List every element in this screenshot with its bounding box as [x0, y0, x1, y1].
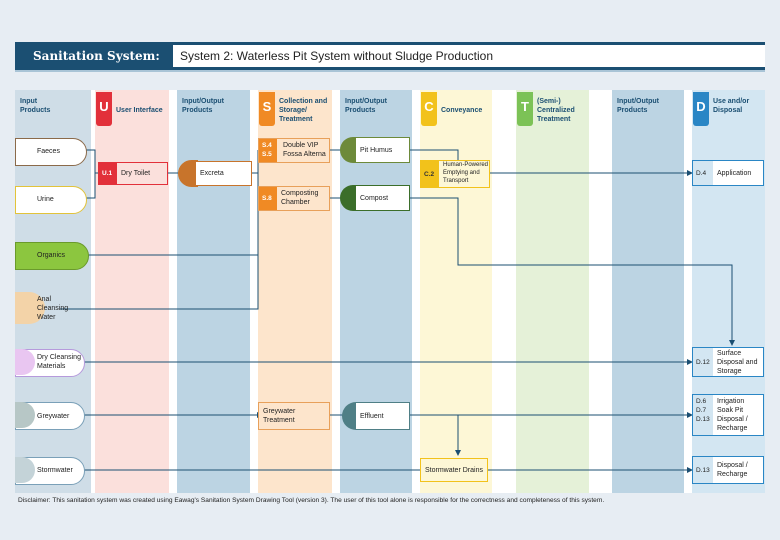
- col-header-io-1: Input/Output Products: [182, 98, 224, 114]
- tech-double-vip-code: S.4 S.5: [262, 142, 272, 158]
- tech-irrigation[interactable]: D.6 D.7 D.13 Irrigation Soak Pit Disposa…: [692, 394, 764, 436]
- column-user-interface: [95, 90, 169, 493]
- disclaimer: Disclaimer: This sanitation system was c…: [18, 497, 605, 504]
- tech-d4-code-bg: [693, 161, 713, 185]
- input-urine[interactable]: [15, 186, 87, 214]
- col-letter-d: D: [693, 92, 709, 126]
- product-pit-humus-label: Pit Humus: [360, 146, 393, 154]
- col-header-input-products: Input Products: [20, 98, 51, 114]
- col-header-io-2: Input/Output Products: [345, 98, 387, 114]
- tech-stormwater-drains[interactable]: Stormwater Drains: [420, 458, 488, 482]
- column-conveyance: [420, 90, 492, 493]
- input-urine-label: Urine: [37, 196, 54, 203]
- input-greywater-label: Greywater: [37, 413, 70, 420]
- tech-d4-code: D.4: [696, 170, 707, 177]
- tech-d12-label: Surface Disposal and Storage: [717, 350, 758, 375]
- col-header-user-interface: User Interface: [116, 107, 163, 114]
- column-io-products-3: [612, 90, 684, 493]
- tech-c2-code: C.2: [424, 171, 435, 178]
- line-anal-to-s: [60, 255, 259, 310]
- tech-surface-disposal[interactable]: D.12 Surface Disposal and Storage: [692, 347, 764, 377]
- pit-humus-swatch: [340, 137, 360, 163]
- tech-d13-code-bg: [693, 457, 713, 483]
- input-dry-cleansing-swatch: [15, 349, 35, 375]
- tech-double-vip-label: Double VIP Fossa Alterna: [283, 142, 326, 158]
- line-organics-to-s8: [88, 198, 259, 256]
- compost-swatch: [340, 185, 360, 211]
- product-effluent[interactable]: Effluent: [356, 402, 410, 430]
- input-greywater-swatch: [15, 402, 35, 428]
- tech-d13-label: Disposal / Recharge: [717, 462, 748, 478]
- input-faeces-label: Faeces: [37, 148, 60, 155]
- input-organics-label: Organics: [37, 252, 66, 259]
- col-header-collection: Collection and Storage/ Treatment: [279, 98, 328, 123]
- tech-d4-label: Application: [717, 170, 752, 177]
- tech-stormwater-drains-label: Stormwater Drains: [425, 466, 483, 474]
- col-letter-s: S: [259, 92, 275, 126]
- tech-composting-chamber[interactable]: S.8 Composting Chamber: [258, 186, 330, 211]
- tech-double-vip-code-bg: [259, 139, 277, 162]
- col-header-use-disposal: Use and/or Disposal: [713, 98, 750, 114]
- input-stormwater-label: Stormwater: [37, 467, 73, 474]
- tech-dry-toilet[interactable]: U.1 Dry Toilet: [98, 162, 168, 185]
- input-faeces[interactable]: [15, 138, 87, 166]
- effluent-swatch: [342, 402, 360, 430]
- input-organics[interactable]: [15, 242, 89, 270]
- tech-dry-toilet-label: Dry Toilet: [121, 170, 151, 177]
- column-treatment: [516, 90, 589, 493]
- tech-d6-label: Irrigation Soak Pit Disposal / Recharge: [717, 398, 748, 432]
- system-label: Sanitation System:: [15, 42, 173, 70]
- input-stormwater-swatch: [15, 457, 35, 483]
- tech-composting-code: S.8: [262, 195, 272, 202]
- tech-d13-code: D.13: [696, 467, 710, 474]
- line-compost-to-d12: [410, 197, 735, 346]
- tech-composting-code-bg: [259, 187, 277, 210]
- col-header-treatment: (Semi-) Centralized Treatment: [537, 98, 575, 123]
- product-excreta-label: Excreta: [200, 170, 224, 177]
- tech-dry-toilet-code-bg: [99, 163, 117, 184]
- input-anal-cleansing-label: Anal Cleansing Water: [37, 296, 69, 321]
- product-compost[interactable]: Compost: [356, 185, 410, 211]
- tech-application[interactable]: D.4 Application: [692, 160, 764, 186]
- product-compost-label: Compost: [360, 194, 389, 202]
- col-header-conveyance: Conveyance: [441, 107, 483, 114]
- tech-c2-label: Human-Powered Emptying and Transport: [443, 162, 489, 184]
- tech-d12-code: D.12: [696, 359, 710, 366]
- col-header-io-3: Input/Output Products: [617, 98, 659, 114]
- tech-disposal-recharge[interactable]: D.13 Disposal / Recharge: [692, 456, 764, 484]
- tech-greywater-treatment[interactable]: Greywater Treatment: [258, 402, 330, 430]
- tech-d6-code-bg: [693, 395, 713, 435]
- input-dry-cleansing-label: Dry Cleansing Materials: [37, 354, 81, 370]
- col-letter-t: T: [517, 92, 533, 126]
- tech-greywater-treatment-label: Greywater Treatment: [263, 408, 296, 424]
- product-effluent-label: Effluent: [360, 412, 384, 420]
- input-anal-cleansing[interactable]: [15, 292, 45, 324]
- product-excreta[interactable]: Excreta: [196, 161, 252, 186]
- col-letter-u: U: [96, 92, 112, 126]
- col-letter-c: C: [421, 92, 437, 126]
- excreta-swatch: [178, 160, 198, 187]
- tech-c2-code-bg: [421, 161, 439, 187]
- column-io-products-1: [177, 90, 250, 493]
- tech-composting-label: Composting Chamber: [281, 190, 319, 206]
- product-pit-humus[interactable]: Pit Humus: [356, 137, 410, 163]
- system-title: System 2: Waterless Pit System without S…: [173, 45, 765, 67]
- line-faeces-to-u1: [83, 149, 100, 174]
- tech-dry-toilet-code: U.1: [102, 170, 113, 177]
- tech-d6-code: D.6 D.7 D.13: [696, 398, 710, 423]
- tech-human-powered-emptying[interactable]: C.2 Human-Powered Emptying and Transport: [420, 160, 490, 188]
- tech-double-vip[interactable]: S.4 S.5 Double VIP Fossa Alterna: [258, 138, 330, 163]
- tech-d12-code-bg: [693, 348, 713, 376]
